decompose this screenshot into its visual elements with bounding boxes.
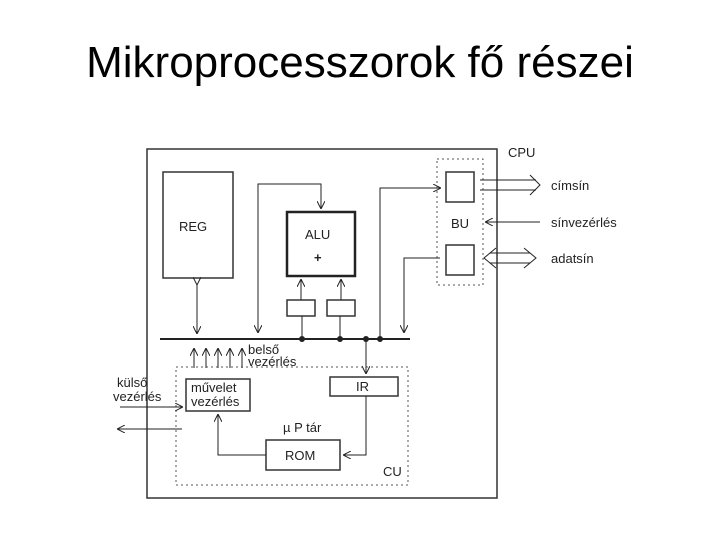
- data-bus-right-head: [523, 247, 537, 269]
- ir-to-rom: [344, 396, 367, 455]
- microprogram-store-label: µ P tár: [283, 420, 322, 435]
- cu-label: CU: [383, 464, 402, 479]
- reg-label: REG: [179, 219, 207, 234]
- bus-control-label: sínvezérlés: [551, 215, 617, 230]
- bus-to-address-buffer: [379, 188, 440, 339]
- bu-label: BU: [451, 216, 469, 231]
- cpu-label: CPU: [508, 145, 535, 160]
- alu-operand-register-b: [326, 299, 356, 317]
- cu-box: [175, 366, 409, 486]
- address-bus-arrowhead: [529, 174, 541, 196]
- data-bus-left-head: [483, 247, 497, 269]
- cpu-box: [146, 148, 498, 499]
- slide-title: Mikroprocesszorok fő részei: [86, 38, 634, 87]
- operation-control-box: [185, 378, 251, 412]
- bu-box: [436, 158, 484, 286]
- operation-control-label-1: művelet: [191, 380, 237, 395]
- alu-operand-register-a: [286, 299, 316, 317]
- operation-control-label-2: vezérlés: [191, 394, 240, 409]
- rom-label: ROM: [285, 448, 315, 463]
- data-bus-label: adatsín: [551, 251, 594, 266]
- rom-to-operation-control: [218, 415, 266, 456]
- alu-label: ALU: [305, 227, 330, 242]
- ir-label: IR: [356, 379, 369, 394]
- alu-output-loop: [258, 183, 322, 332]
- internal-control-label-1: belső: [248, 342, 279, 357]
- alu-box: [285, 210, 357, 278]
- alu-plus-symbol: +: [314, 250, 322, 265]
- external-control-label-1: külső: [117, 375, 147, 390]
- ir-box: [329, 376, 399, 397]
- bu-data-buffer: [445, 244, 475, 276]
- address-bus-label: címsín: [551, 178, 589, 193]
- external-control-label-2: vezérlés: [113, 389, 162, 404]
- data-buffer-to-bus: [404, 257, 440, 332]
- internal-control-label-2: vezérlés: [248, 354, 297, 369]
- bu-address-buffer: [445, 171, 475, 203]
